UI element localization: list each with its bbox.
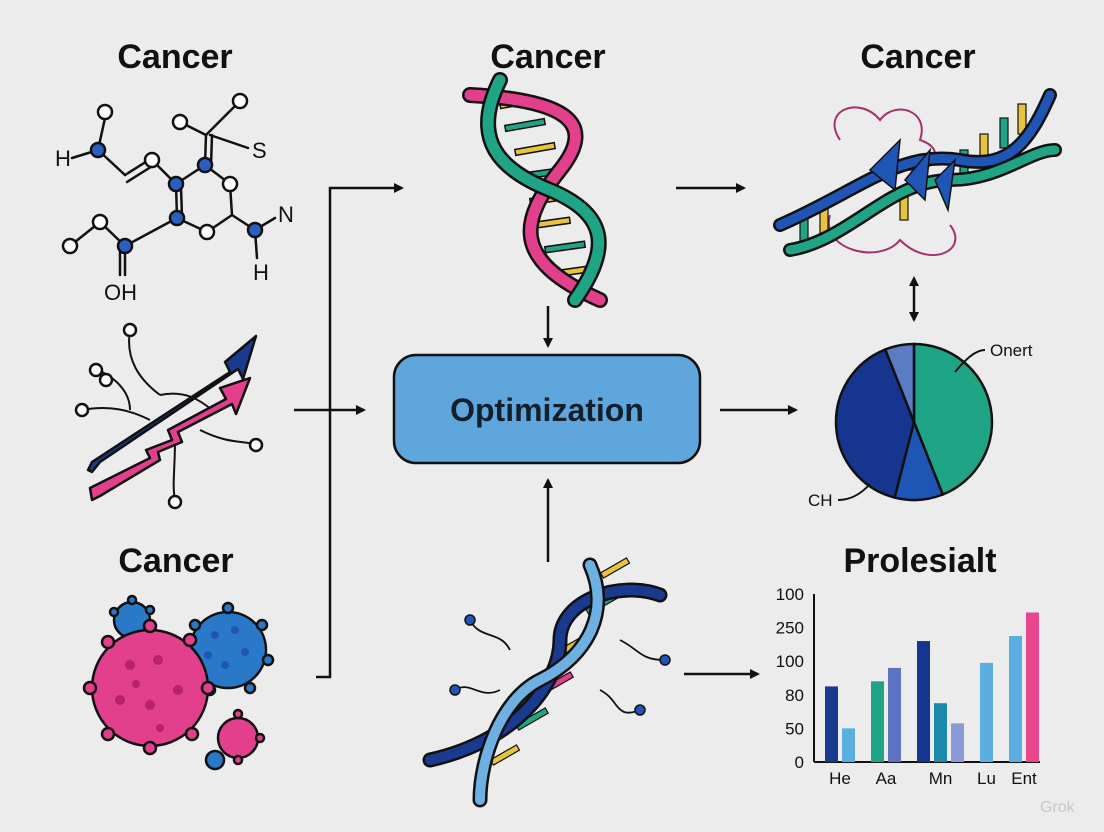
center-arrows — [543, 183, 919, 679]
pie-callouts — [837, 349, 986, 501]
y-tick-label: 0 — [795, 753, 804, 772]
atom-h-left: H — [55, 146, 71, 171]
x-tick-label: He — [829, 769, 851, 788]
title-bottom-left: Cancer — [118, 542, 233, 580]
title-bottom-right: Prolesialt — [843, 542, 996, 580]
molecule-atoms — [61, 92, 264, 255]
y-tick-label: 80 — [785, 686, 804, 705]
title-top-right: Cancer — [860, 38, 975, 76]
bar-ent — [1026, 612, 1039, 762]
pie-slice-4 — [883, 342, 916, 423]
virus-cluster-icon — [82, 594, 275, 771]
bar-chart: 100 250 100 80 50 0 He Aa Mn Lu Ent — [776, 585, 1040, 788]
pie-label-left: CH — [808, 491, 833, 510]
atom-oh: OH — [104, 280, 137, 305]
optimization-label: Optimization — [450, 392, 644, 428]
bar-mn — [951, 723, 964, 762]
x-tick-label: Mn — [929, 769, 953, 788]
dna-helix-top-right — [773, 88, 1062, 257]
dna-helix-top-center — [462, 72, 608, 308]
dna-helix-bottom-center — [422, 557, 671, 808]
left-connector — [294, 183, 404, 679]
bar-mn — [934, 703, 947, 762]
bar-ent — [1009, 636, 1022, 762]
atom-h-bottom: H — [253, 260, 269, 285]
pie-slice-3 — [834, 347, 916, 500]
bar-aa — [871, 681, 884, 762]
x-tick-label: Ent — [1011, 769, 1037, 788]
y-tick-label: 250 — [776, 619, 804, 638]
optimization-box — [392, 353, 702, 465]
growth-arrows-icon — [74, 322, 264, 510]
x-tick-label: Aa — [876, 769, 897, 788]
atom-n: N — [278, 202, 294, 227]
title-top-center: Cancer — [490, 38, 605, 76]
x-tick-label: Lu — [977, 769, 996, 788]
bar-mn — [917, 641, 930, 762]
y-tick-labels: 100 250 100 80 50 0 — [776, 585, 804, 772]
bar-he — [825, 686, 838, 762]
y-tick-label: 100 — [776, 652, 804, 671]
title-top-left: Cancer — [117, 38, 232, 76]
y-tick-label: 100 — [776, 585, 804, 604]
bar-he — [842, 728, 855, 762]
bars — [825, 612, 1039, 762]
pie-slice-1 — [912, 342, 994, 497]
watermark: Grok — [1040, 799, 1076, 816]
atom-s: S — [252, 138, 267, 163]
x-tick-labels: He Aa Mn Lu Ent — [829, 769, 1037, 788]
pie-label-right: Onert — [990, 341, 1033, 360]
y-tick-label: 50 — [785, 719, 804, 738]
bar-lu — [980, 662, 993, 762]
pie-chart — [834, 342, 994, 502]
bar-aa — [888, 667, 901, 762]
